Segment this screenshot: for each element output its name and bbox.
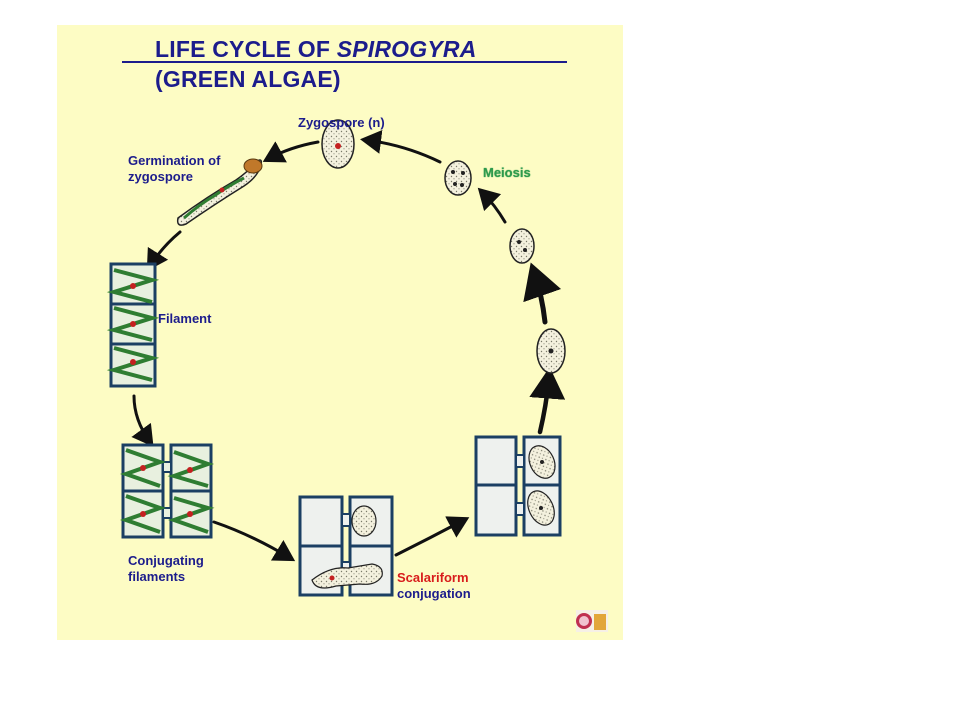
arrow-conjugating-to-scalariform [212, 520, 296, 562]
title-rule [122, 61, 567, 63]
zygospore-icon [321, 119, 355, 169]
label-zygospore: Zygospore (n) [298, 115, 385, 130]
label-germination-line-2: zygospore [128, 169, 194, 184]
label-filament: Filament [158, 311, 212, 326]
diagram-title-line-1: LIFE CYCLE OF SPIROGYRA [155, 36, 477, 62]
label-scalariform-line-1: Scalariform [397, 570, 469, 585]
logo-icon [576, 610, 608, 632]
spore-stage-2-icon [509, 228, 535, 264]
germinating-zygospore-icon [176, 158, 263, 226]
arrow-stage2-to-meiosis [477, 187, 507, 224]
spore-stage-3-icon [536, 328, 566, 374]
meiosis-spore-icon [444, 160, 472, 196]
arrow-stage3-to-stage2 [523, 262, 562, 325]
diagram-title-line-2: (GREEN ALGAE) [155, 66, 341, 92]
scalariform-conjugation-icon [298, 495, 394, 597]
cycle-arrows [131, 130, 566, 562]
filament-icon [106, 262, 160, 388]
label-scalariform-line-2: conjugation [397, 586, 471, 601]
arrow-filament-to-conjugating [131, 394, 154, 447]
arrow-stage4-to-stage3 [529, 367, 566, 435]
zygote-formation-icon [474, 435, 562, 537]
arrow-scalariform-to-zygote [394, 516, 470, 557]
conjugating-filaments-icon [119, 443, 215, 539]
label-conjugating-line-1: Conjugating [128, 553, 204, 568]
label-conjugating-line-2: filaments [128, 569, 186, 584]
arrow-zygospore-to-germination [262, 140, 320, 163]
arrow-germination-to-filament [146, 230, 182, 272]
label-meiosis: Meiosis [483, 165, 531, 180]
arrow-meiosis-to-zygospore [360, 130, 442, 164]
label-germination-line-1: Germination of [128, 153, 221, 168]
